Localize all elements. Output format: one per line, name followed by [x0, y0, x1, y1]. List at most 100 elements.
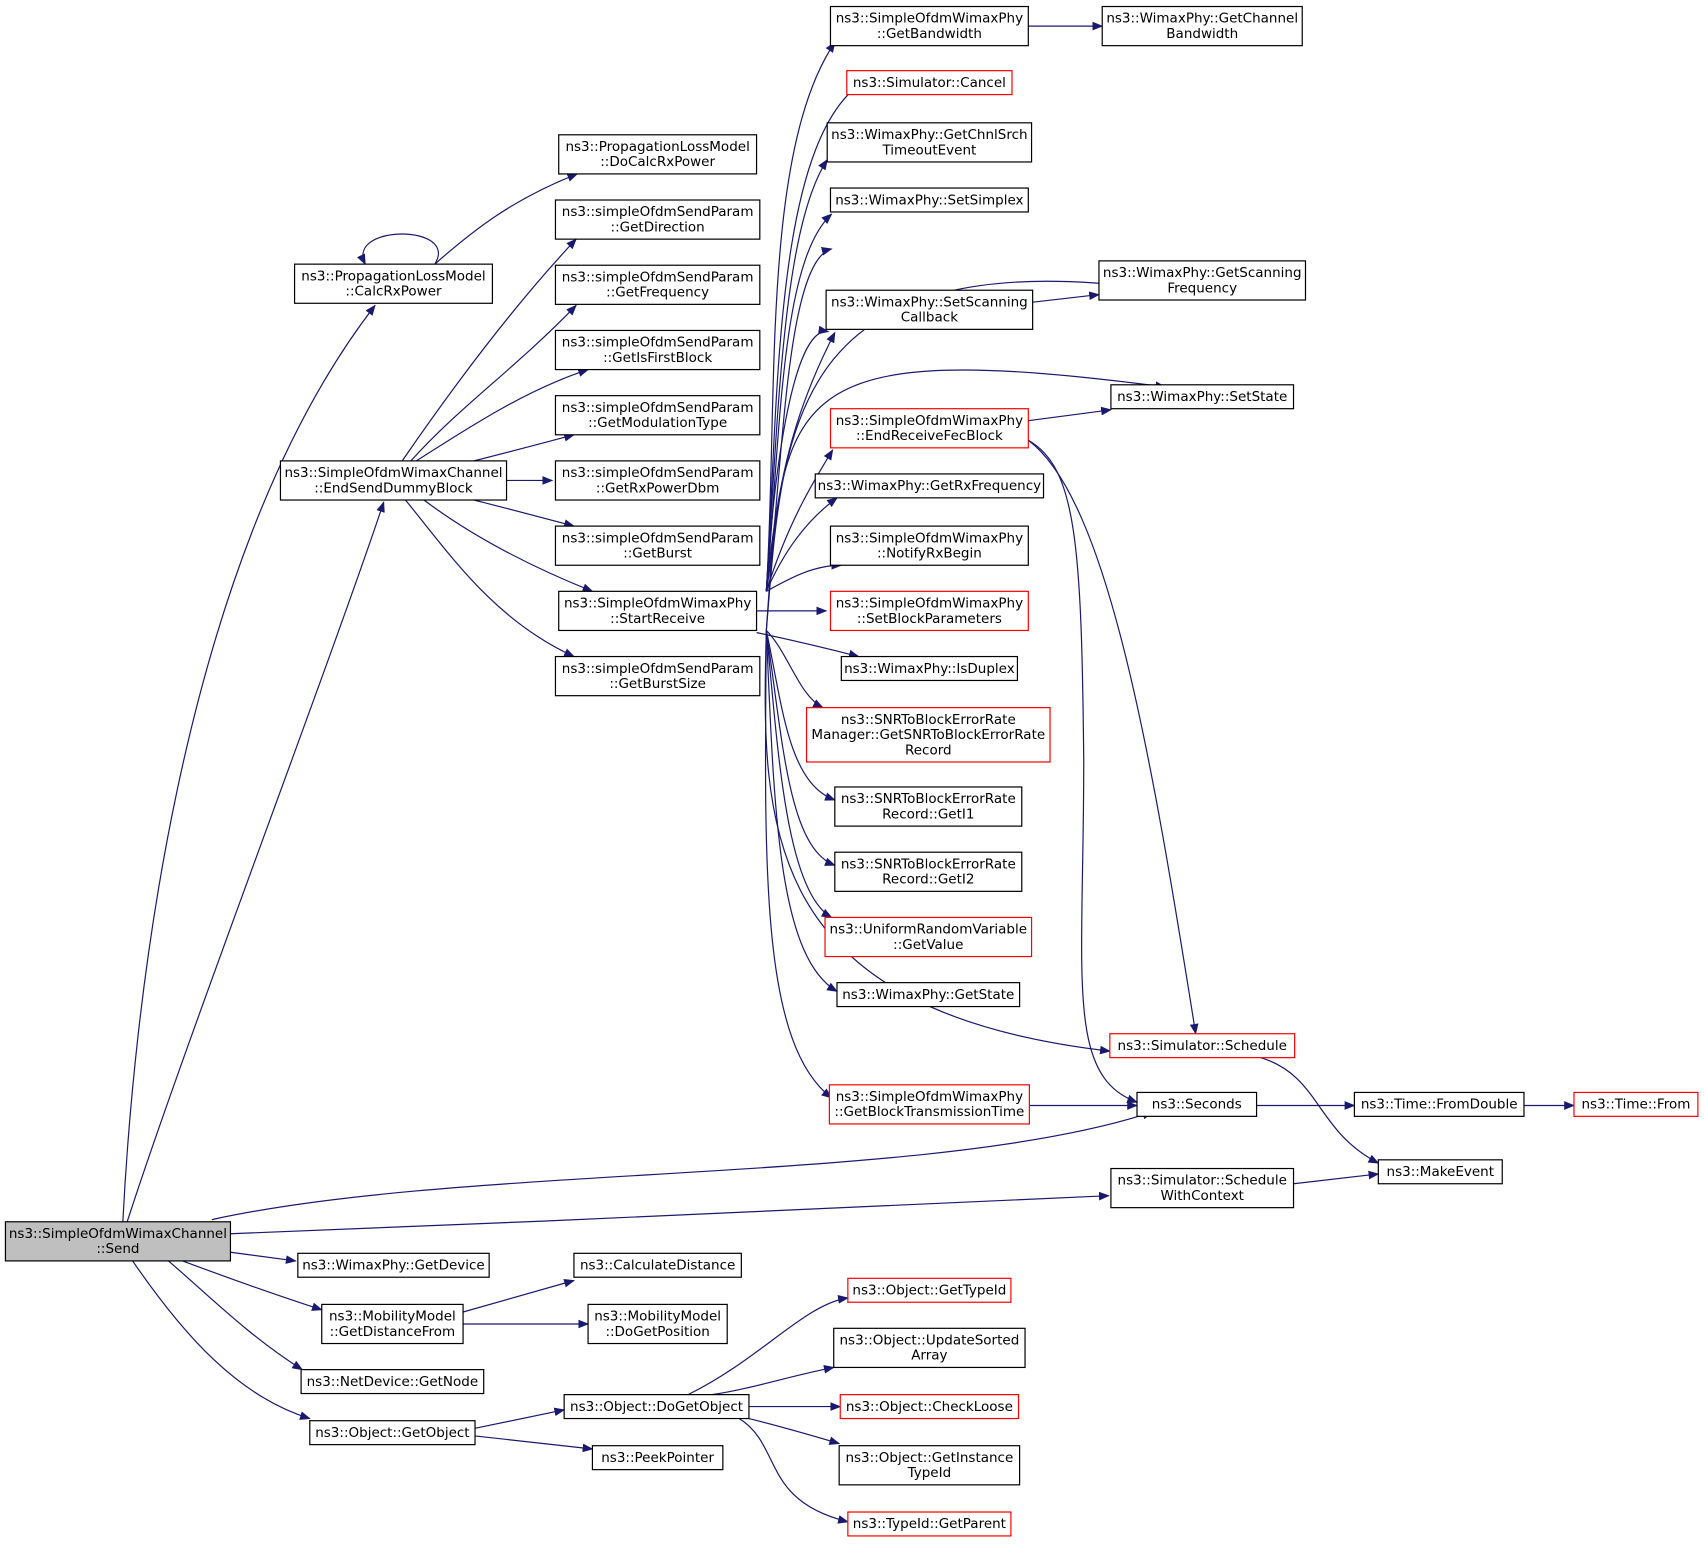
- node-startrecv[interactable]: ns3::SimpleOfdmWimaxPhy::StartReceive: [558, 590, 758, 632]
- call-edge-from-calcrx: [435, 174, 579, 264]
- node-setsimplex[interactable]: ns3::WimaxPhy::SetSimplex: [829, 187, 1029, 213]
- node-makeevent[interactable]: ns3::MakeEvent: [1377, 1159, 1503, 1185]
- node-box: [826, 122, 1033, 163]
- node-box: [829, 525, 1029, 566]
- call-edge-from-startrecv: [766, 370, 1167, 630]
- node-box: [824, 916, 1033, 958]
- call-edge-from-send: [230, 1252, 297, 1264]
- node-label: ::NotifyRxBegin: [877, 546, 982, 562]
- node-getrxpdbm[interactable]: ns3::simpleOfdmSendParam::GetRxPowerDbm: [554, 460, 761, 501]
- node-schedule[interactable]: ns3::Simulator::Schedule: [1109, 1033, 1296, 1059]
- node-box: [1573, 1091, 1699, 1117]
- node-label: ::GetBlockTransmissionTime: [834, 1104, 1024, 1120]
- node-peekptr[interactable]: ns3::PeekPointer: [591, 1445, 724, 1471]
- node-box: [834, 851, 1023, 892]
- node-dogetobject[interactable]: ns3::Object::DoGetObject: [563, 1394, 750, 1420]
- node-calcdist[interactable]: ns3::CalculateDistance: [573, 1252, 742, 1278]
- node-getdir[interactable]: ns3::simpleOfdmSendParam::GetDirection: [554, 199, 761, 240]
- node-label: ns3::simpleOfdmSendParam: [562, 465, 754, 481]
- node-uniform[interactable]: ns3::UniformRandomVariable::GetValue: [824, 916, 1033, 958]
- node-label: TimeoutEvent: [881, 142, 976, 158]
- node-label: ::GetBandwidth: [877, 26, 982, 42]
- node-getobject[interactable]: ns3::Object::GetObject: [309, 1420, 476, 1446]
- call-edge-from-endrecvfec: [1028, 440, 1139, 1103]
- node-getdist[interactable]: ns3::MobilityModel::GetDistanceFrom: [321, 1303, 464, 1345]
- node-fromdouble[interactable]: ns3::Time::FromDouble: [1353, 1091, 1525, 1117]
- node-isduplex[interactable]: ns3::WimaxPhy::IsDuplex: [840, 655, 1019, 682]
- node-box: [847, 1277, 1012, 1303]
- node-label: ns3::NetDevice::GetNode: [307, 1374, 479, 1390]
- node-seconds[interactable]: ns3::Seconds: [1136, 1091, 1258, 1117]
- node-box: [825, 289, 1034, 330]
- node-getnode[interactable]: ns3::NetDevice::GetNode: [300, 1369, 485, 1395]
- node-box: [836, 982, 1021, 1008]
- call-edge-from-getobject: [475, 1407, 566, 1428]
- node-calcrx[interactable]: ns3::PropagationLossModel::CalcRxPower: [293, 263, 494, 304]
- node-box: [279, 460, 508, 501]
- node-gettypeid[interactable]: ns3::Object::GetTypeId: [847, 1277, 1012, 1303]
- node-box: [554, 460, 761, 501]
- call-edge-from-startrecv: [766, 630, 836, 866]
- node-checkloose[interactable]: ns3::Object::CheckLoose: [839, 1394, 1020, 1420]
- call-edge-from-startrecv: [757, 633, 860, 659]
- node-box: [829, 187, 1029, 213]
- node-label: ns3::SimpleOfdmWimaxPhy: [836, 1089, 1023, 1105]
- node-setstate[interactable]: ns3::WimaxPhy::SetState: [1110, 384, 1295, 410]
- node-label: Array: [911, 1348, 947, 1364]
- node-label: ::StartReceive: [610, 611, 705, 627]
- node-getparent[interactable]: ns3::TypeId::GetParent: [847, 1511, 1012, 1537]
- node-notifyrx[interactable]: ns3::SimpleOfdmWimaxPhy::NotifyRxBegin: [829, 525, 1029, 566]
- node-getburstsize[interactable]: ns3::simpleOfdmSendParam::GetBurstSize: [554, 655, 761, 697]
- node-label: ns3::simpleOfdmSendParam: [562, 204, 754, 220]
- node-getblocktx[interactable]: ns3::SimpleOfdmWimaxPhy::GetBlockTransmi…: [828, 1084, 1030, 1125]
- node-endsend[interactable]: ns3::SimpleOfdmWimaxChannel::EndSendDumm…: [279, 460, 508, 501]
- node-label: ::DoCalcRxPower: [600, 154, 715, 170]
- node-box: [554, 264, 761, 305]
- node-getstate[interactable]: ns3::WimaxPhy::GetState: [836, 982, 1021, 1008]
- node-label: ns3::Simulator::Schedule: [1118, 1038, 1287, 1054]
- call-edge-from-startrecv: [766, 497, 838, 591]
- node-label: ::GetIsFirstBlock: [603, 350, 712, 366]
- call-edge-from-dogetobject: [739, 1419, 849, 1524]
- node-label: ::SetBlockParameters: [857, 611, 1002, 627]
- call-edge-from-send: [230, 1191, 1110, 1234]
- node-getsnr[interactable]: ns3::SNRToBlockErrorRateManager::GetSNRT…: [805, 707, 1051, 763]
- node-label: ns3::WimaxPhy::SetState: [1117, 389, 1287, 405]
- node-getfreq[interactable]: ns3::simpleOfdmSendParam::GetFrequency: [554, 264, 761, 305]
- call-edge-from-endsend: [411, 304, 577, 460]
- node-label: ns3::Time::From: [1582, 1097, 1691, 1113]
- node-box: [554, 655, 761, 697]
- node-getrxfreq[interactable]: ns3::WimaxPhy::GetRxFrequency: [814, 473, 1045, 499]
- call-edge-from-startrecv: [766, 630, 833, 917]
- node-getdevice[interactable]: ns3::WimaxPhy::GetDevice: [297, 1252, 490, 1278]
- node-cancel[interactable]: ns3::Simulator::Cancel: [846, 70, 1013, 96]
- node-getbw[interactable]: ns3::SimpleOfdmWimaxPhy::GetBandwidth: [829, 5, 1029, 47]
- node-endrecvfec[interactable]: ns3::SimpleOfdmWimaxPhy::EndReceiveFecBl…: [829, 408, 1029, 449]
- node-label: Record::GetI2: [882, 872, 974, 888]
- node-getburst[interactable]: ns3::simpleOfdmSendParam::GetBurst: [554, 525, 761, 566]
- node-label: ns3::MobilityModel: [594, 1309, 721, 1325]
- node-dogetpos[interactable]: ns3::MobilityModel::DoGetPosition: [587, 1303, 728, 1345]
- node-getisfirst[interactable]: ns3::simpleOfdmSendParam::GetIsFirstBloc…: [554, 329, 761, 371]
- node-timefrom[interactable]: ns3::Time::From: [1573, 1091, 1699, 1117]
- node-label: ns3::WimaxPhy::GetScanning: [1103, 265, 1302, 281]
- node-label: Callback: [901, 310, 958, 326]
- node-label: ::GetFrequency: [606, 285, 709, 301]
- node-docalc[interactable]: ns3::PropagationLossModel::DoCalcRxPower: [558, 134, 758, 175]
- node-box: [558, 134, 758, 175]
- node-send[interactable]: ns3::SimpleOfdmWimaxChannel::Send: [4, 1221, 232, 1262]
- call-edge-from-getdist: [463, 1278, 575, 1312]
- node-setblockparams[interactable]: ns3::SimpleOfdmWimaxPhy::SetBlockParamet…: [829, 590, 1029, 632]
- node-getmod[interactable]: ns3::simpleOfdmSendParam::GetModulationT…: [554, 395, 761, 436]
- call-edge-from-send: [127, 501, 385, 1222]
- call-edge-from-endrecvfec: [1028, 440, 1199, 1035]
